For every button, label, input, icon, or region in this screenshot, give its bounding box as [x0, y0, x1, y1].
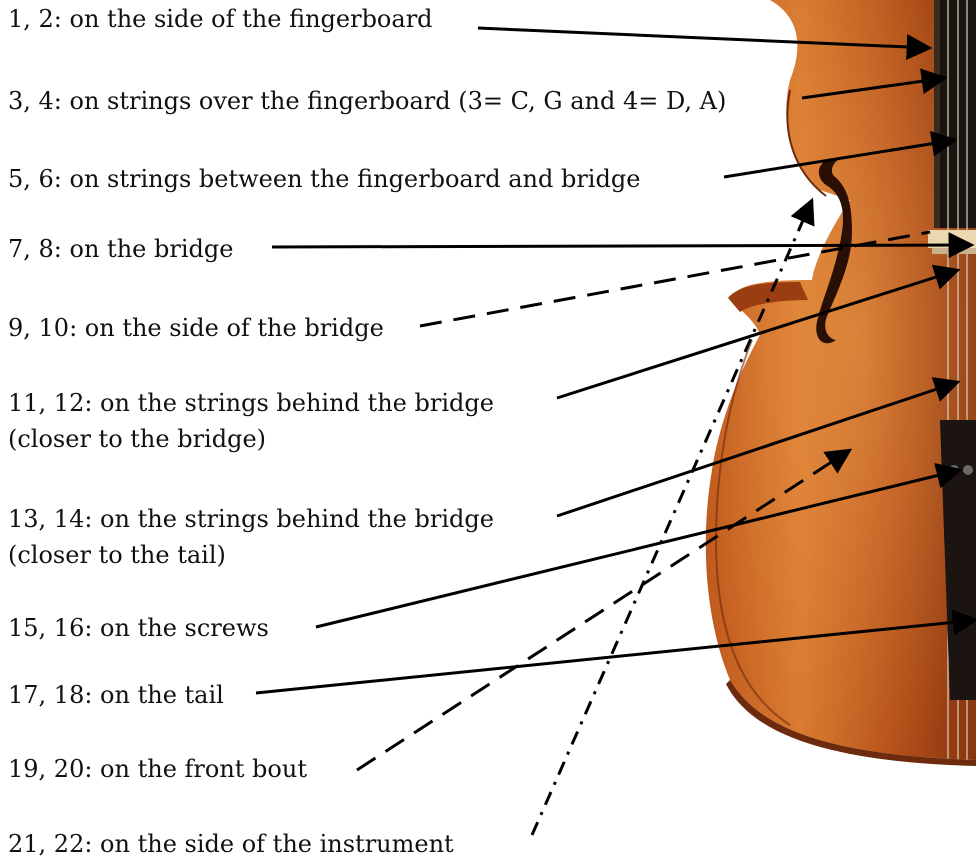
label-front-bout: 19, 20: on the front bout — [8, 752, 307, 786]
label-screws: 15, 16: on the screws — [8, 611, 269, 645]
label-instrument-side: 21, 22: on the side of the instrument — [8, 827, 454, 861]
label-strings-behind-bridge-near: 11, 12: on the strings behind the bridge — [8, 386, 494, 420]
arrow-bridge — [272, 245, 972, 247]
label-strings-behind-bridge-near-note: (closer to the bridge) — [8, 422, 266, 456]
fingerboard — [938, 0, 976, 228]
fingerboard-edge — [934, 0, 940, 228]
label-strings-behind-bridge-tail-note: (closer to the tail) — [8, 538, 226, 572]
label-strings-fingerboard-bridge: 5, 6: on strings between the fingerboard… — [8, 162, 640, 196]
label-bridge-side: 9, 10: on the side of the bridge — [8, 311, 384, 345]
label-bridge: 7, 8: on the bridge — [8, 232, 233, 266]
bridge-foot — [932, 248, 976, 254]
label-strings-behind-bridge-tail: 13, 14: on the strings behind the bridge — [8, 502, 494, 536]
label-strings-over-fingerboard: 3, 4: on strings over the fingerboard (3… — [8, 84, 726, 118]
label-tail: 17, 18: on the tail — [8, 678, 224, 712]
label-fingerboard-side: 1, 2: on the side of the fingerboard — [8, 2, 433, 36]
fine-tuner — [963, 465, 973, 475]
